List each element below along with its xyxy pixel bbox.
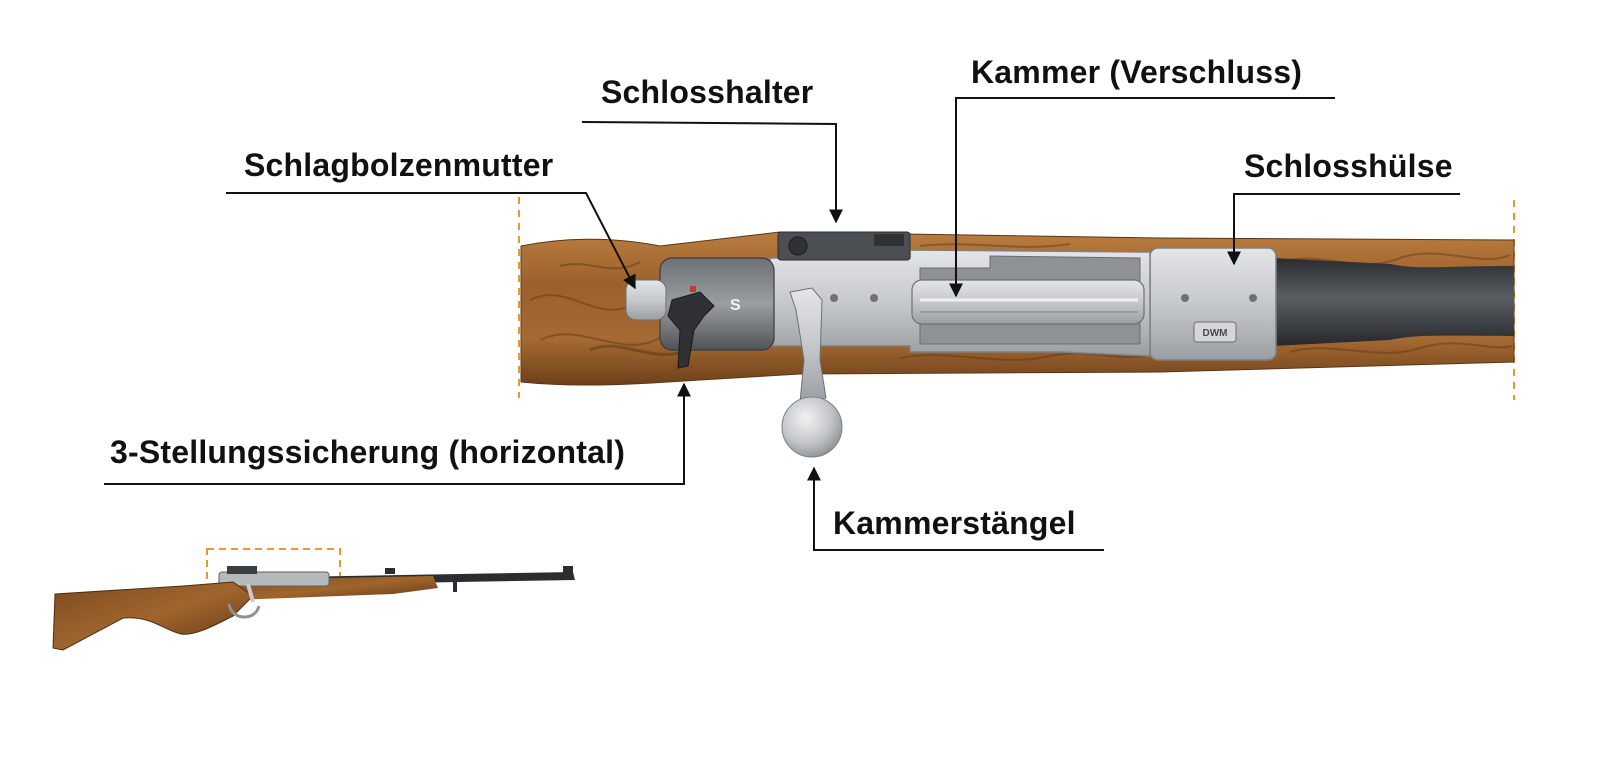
receiver-ring	[1149, 247, 1277, 361]
bolt-body	[911, 279, 1145, 325]
leader-lines	[104, 97, 1460, 551]
label-schlosshalter: Schlosshalter	[601, 74, 814, 110]
label-kammerstaengel: Kammerstängel	[833, 505, 1076, 541]
svg-text:S: S	[730, 297, 741, 314]
label-schlagbolzenmutter: Schlagbolzenmutter	[244, 147, 554, 183]
svg-text:DWM: DWM	[1203, 328, 1228, 339]
bolt-handle-stem	[789, 287, 827, 403]
bolt-handle-knob	[781, 396, 843, 458]
safety-lever	[667, 291, 715, 369]
barrel	[1272, 258, 1514, 346]
inset-rifle	[52, 548, 575, 651]
label-kammer: Kammer (Verschluss)	[971, 54, 1303, 90]
label-schlosshuelse: Schlosshülse	[1244, 148, 1453, 184]
firing-pin-nut	[625, 279, 667, 321]
dwm-stamp	[1193, 321, 1237, 343]
label-sicherung: 3-Stellungssicherung (horizontal)	[110, 434, 626, 470]
